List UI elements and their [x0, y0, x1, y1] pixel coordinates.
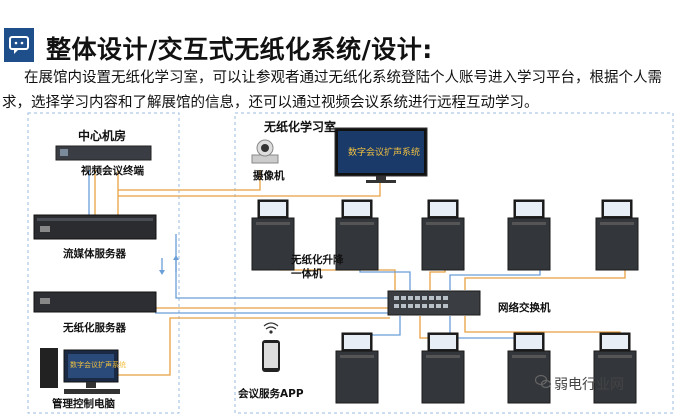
video-terminal-device: [55, 145, 152, 161]
watermark-text: 弱电行业网: [554, 377, 624, 393]
camera-device: [251, 139, 279, 164]
meeting-app-label: 会议服务APP: [238, 388, 304, 400]
control-pc-label: 管理控制电脑: [52, 398, 115, 410]
paperless-server-device: [33, 291, 157, 313]
center-room-label: 中心机房: [78, 129, 127, 143]
paperless-server-label: 无纸化服务器: [63, 322, 126, 334]
title-bar: 整体设计/交互式无纸化系统/设计:: [0, 28, 678, 68]
video-terminal-label: 视频会议终端: [81, 165, 144, 177]
lift-terminal-9: [593, 332, 637, 404]
description-text: 在展馆内设置无纸化学习室，可以让参观者通过无纸化系统登陆个人账号进入学习平台，根…: [2, 70, 662, 111]
study-room-label: 无纸化学习室: [264, 120, 337, 134]
lift-terminal-label: 无纸化升降一体机: [291, 254, 344, 280]
chat-bubble-icon: [4, 28, 34, 62]
display-screen: [334, 127, 428, 183]
lift-terminal-3: [421, 199, 465, 271]
pc-screen-text: 数字会议扩声系统: [70, 361, 126, 369]
lift-terminal-6: [335, 332, 379, 404]
lift-terminal-8: [507, 332, 551, 404]
lift-terminal-2: [335, 199, 379, 271]
wifi-icon: [263, 322, 279, 334]
media-server-label: 流媒体服务器: [63, 248, 126, 260]
control-pc-device: [40, 348, 120, 394]
phone-device: [262, 340, 280, 372]
page-title: 整体设计/交互式无纸化系统/设计:: [46, 35, 433, 64]
sync-arrows: [159, 255, 179, 275]
network-switch-label: 网络交换机: [498, 302, 551, 314]
center-room-region: [27, 112, 180, 414]
screen-text: 数字会议扩声系统: [348, 148, 421, 158]
lift-terminal-5: [595, 199, 639, 271]
wechat-icon: [535, 374, 551, 389]
media-server-device: [33, 214, 157, 240]
lift-terminal-1: [251, 199, 295, 271]
network-switch-device: [387, 290, 481, 316]
camera-label: 摄像机: [253, 170, 285, 182]
lift-terminal-7: [421, 332, 465, 404]
lift-terminal-4: [507, 199, 551, 271]
study-room-region: [234, 112, 674, 414]
